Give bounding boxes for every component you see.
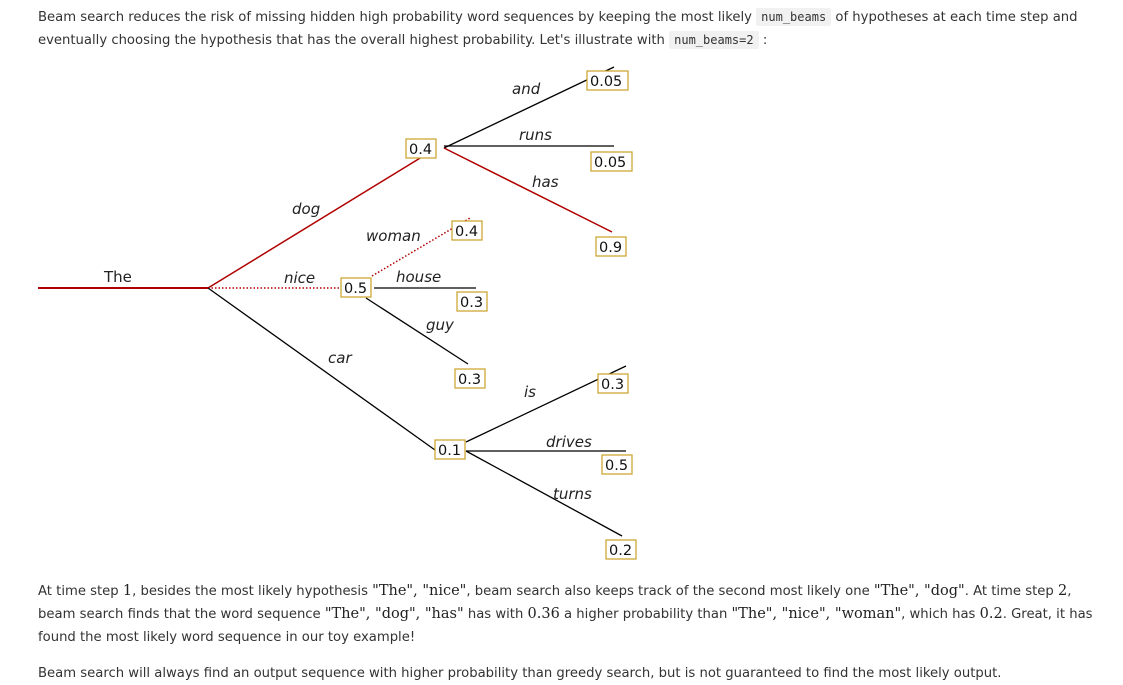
conclusion-paragraph: Beam search will always find an output s… (38, 666, 1002, 681)
intro-paragraph: Beam search reduces the risk of missing … (38, 6, 1098, 52)
word-dog: dog (292, 200, 320, 218)
prob-dog: 0.4 (409, 142, 432, 158)
explanation-paragraph: At time step 1, besides the most likely … (38, 580, 1098, 649)
para2-math-4: 2 (1057, 583, 1068, 599)
edge-car (207, 287, 436, 451)
prob-box-drives: 0.5 (601, 454, 633, 475)
word-guy: guy (426, 316, 455, 334)
para2-text-6: has with (467, 607, 524, 622)
word-house: house (396, 268, 441, 286)
word-nice: nice (284, 269, 315, 287)
prob-has: 0.9 (599, 240, 622, 256)
edge-turns (465, 450, 623, 537)
word-turns: turns (553, 485, 592, 503)
prob-box-and: 0.05 (586, 70, 629, 91)
intro-text-2: of hypotheses at each time step and even… (38, 10, 1078, 48)
prob-box-turns: 0.2 (605, 539, 637, 560)
edge-dog (207, 151, 431, 289)
word-and: and (512, 80, 541, 98)
word-the: The (103, 268, 132, 286)
word-has: has (532, 173, 559, 191)
prob-box-is: 0.3 (597, 373, 629, 394)
para2-math-8: 0.2 (979, 606, 1003, 622)
prob-is: 0.3 (601, 377, 624, 393)
para2-math-7: "The", "nice", "woman" (731, 606, 902, 622)
prob-drives: 0.5 (605, 458, 628, 474)
edge-guy (365, 297, 469, 365)
prob-car: 0.1 (438, 443, 461, 459)
prob-house: 0.3 (460, 295, 483, 311)
prob-guy: 0.3 (458, 372, 481, 388)
para2-text-3: , beam search also keeps track of the se… (466, 584, 870, 599)
edge-and (443, 66, 615, 149)
para2-text-5: , beam search finds that the word sequen… (38, 584, 1072, 622)
word-drives: drives (546, 433, 592, 451)
word-car: car (328, 349, 352, 367)
para2-math-5: "The", "dog", "has" (324, 606, 464, 622)
prob-woman: 0.4 (455, 224, 478, 240)
num-beams-code: num_beams (756, 8, 832, 26)
prob-box-runs: 0.05 (590, 151, 633, 172)
beam-search-tree-diagram: The dog nice car and runs has woman hous… (38, 66, 637, 560)
prob-box-woman: 0.4 (451, 220, 483, 241)
para2-math-1: 1 (122, 583, 133, 599)
para2-text-7: a higher probability than (564, 607, 728, 622)
para2-math-3: "The", "dog" (873, 583, 965, 599)
para2-text-4: . At time step (964, 584, 1054, 599)
prob-box-car: 0.1 (434, 439, 466, 460)
prob-box-guy: 0.3 (454, 368, 486, 389)
prob-runs: 0.05 (594, 155, 626, 171)
edge-has (443, 147, 613, 233)
prob-box-has: 0.9 (595, 236, 627, 257)
para2-text-9: . Great, it has found the most likely wo… (38, 607, 1093, 645)
intro-text-3: : (762, 33, 768, 48)
para2-text-8: , which has (901, 607, 976, 622)
word-runs: runs (519, 126, 552, 144)
word-woman: woman (366, 227, 421, 245)
num-beams-2-code: num_beams=2 (669, 31, 759, 49)
word-is: is (524, 383, 536, 401)
prob-turns: 0.2 (609, 543, 632, 559)
prob-nice: 0.5 (344, 281, 367, 297)
intro-text-1: Beam search reduces the risk of missing … (38, 10, 752, 25)
para2-text-2: , besides the most likely hypothesis (132, 584, 368, 599)
para2-text-1: At time step (38, 584, 119, 599)
prob-and: 0.05 (590, 74, 622, 90)
prob-box-house: 0.3 (456, 291, 488, 312)
prob-box-dog: 0.4 (405, 138, 437, 159)
para2-math-6: 0.36 (527, 606, 560, 622)
prob-box-nice: 0.5 (340, 277, 372, 298)
para2-math-2: "The", "nice" (372, 583, 467, 599)
